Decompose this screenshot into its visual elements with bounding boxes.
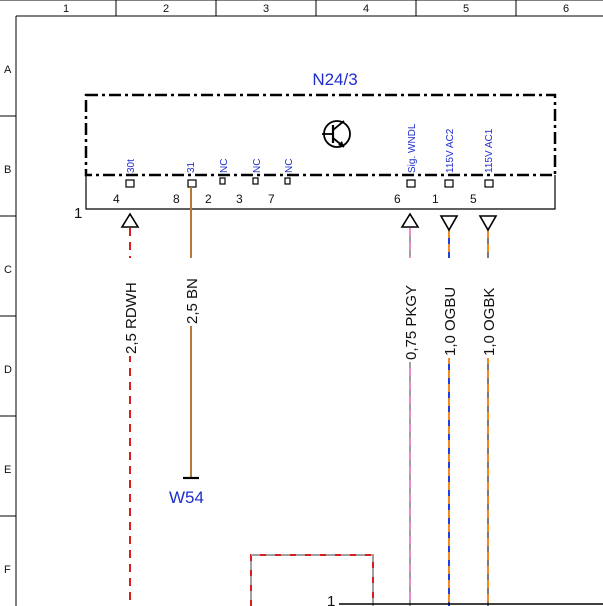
lower-component: 1: [250, 554, 603, 606]
column-label: 5: [463, 3, 469, 15]
pin-number: 4: [113, 192, 120, 206]
column-label: 3: [263, 3, 269, 15]
pin-terminal: [444, 179, 454, 188]
wire-label-background: [400, 258, 420, 362]
pin-number: 7: [268, 192, 275, 206]
wire-direction-arrow: [478, 215, 498, 232]
wire-label: 2,5 BN: [184, 278, 201, 324]
pin-terminal: [125, 179, 135, 188]
pin-number: 8: [173, 192, 180, 206]
pin-terminal: [484, 179, 494, 188]
wire-label-background: [120, 258, 140, 356]
ground-label: W54: [169, 488, 204, 507]
pin-terminal: [187, 179, 197, 188]
pin-number: 6: [394, 192, 401, 206]
column-label: 6: [563, 3, 569, 15]
pin-signal-label: NC: [219, 159, 230, 173]
component-outline: [84, 93, 557, 177]
wire-direction-arrow: [439, 215, 459, 232]
wire-ogbk: 1,0 OGBK: [478, 215, 498, 606]
row-label: E: [4, 464, 11, 476]
column-headers: 1 2 3 4 5 6: [63, 0, 569, 16]
pin-signal-label: NC: [284, 159, 295, 173]
row-label: C: [4, 264, 12, 276]
wire-label: 0,75 PKGY: [403, 285, 420, 360]
pin-signal-label: 31: [186, 161, 197, 173]
column-label: 4: [363, 3, 369, 15]
pin-3: NC 3: [236, 159, 263, 206]
pin-6: Sig. WNDL 6: [394, 123, 418, 206]
column-label: 2: [163, 3, 169, 15]
row-label: D: [4, 364, 12, 376]
pin-signal-label: 30t: [126, 159, 137, 173]
pin-terminal: [284, 177, 291, 185]
wire-label: 1,0 OGBK: [481, 288, 498, 356]
pin-terminal: [406, 179, 416, 188]
pin-7: NC 7: [268, 159, 295, 206]
wire-pkgy: 0,75 PKGY: [400, 212, 420, 606]
pin-terminal: [219, 177, 226, 185]
wire-label: 1,0 OGBU: [442, 287, 459, 356]
transistor-icon: [322, 120, 351, 148]
pin-number: 3: [236, 192, 243, 206]
column-label: 1: [63, 3, 69, 15]
row-label: A: [4, 64, 12, 76]
wire-label-background: [478, 258, 498, 358]
wire-direction-arrow: [120, 212, 140, 228]
pin-5: 115V AC1 5: [470, 128, 495, 206]
connector-housing: [85, 175, 556, 210]
pin-number: 1: [432, 192, 439, 206]
wire-ogbu: 1,0 OGBU: [439, 215, 459, 606]
pin-1: 115V AC2 1: [432, 128, 456, 206]
pin-number: 5: [470, 192, 477, 206]
connector-number: 1: [74, 205, 82, 222]
wire-bn: 2,5 BN W54: [169, 187, 204, 507]
row-headers: A B C D E F: [0, 64, 16, 576]
pin-2: NC 2: [205, 159, 230, 206]
pin-signal-label: Sig. WNDL: [407, 123, 418, 173]
pin-signal-label: 115V AC2: [445, 128, 456, 173]
pin-signal-label: NC: [252, 159, 263, 173]
wire-label: 2,5 RDWH: [123, 282, 140, 354]
wire-rdwh: 2,5 RDWH: [120, 212, 140, 606]
row-label: B: [4, 164, 11, 176]
wire-label-background: [439, 258, 459, 358]
lower-connector-number: 1: [327, 593, 335, 606]
wire-label-background: [181, 258, 201, 326]
pin-signal-label: 115V AC1: [484, 128, 495, 173]
row-label: F: [4, 564, 11, 576]
pin-terminal: [252, 177, 259, 185]
component-id: N24/3: [312, 70, 357, 89]
wire-direction-arrow: [400, 212, 420, 228]
pin-4: 30t 4: [113, 159, 137, 206]
pin-number: 2: [205, 192, 212, 206]
pin-8: 31 8: [173, 161, 197, 206]
